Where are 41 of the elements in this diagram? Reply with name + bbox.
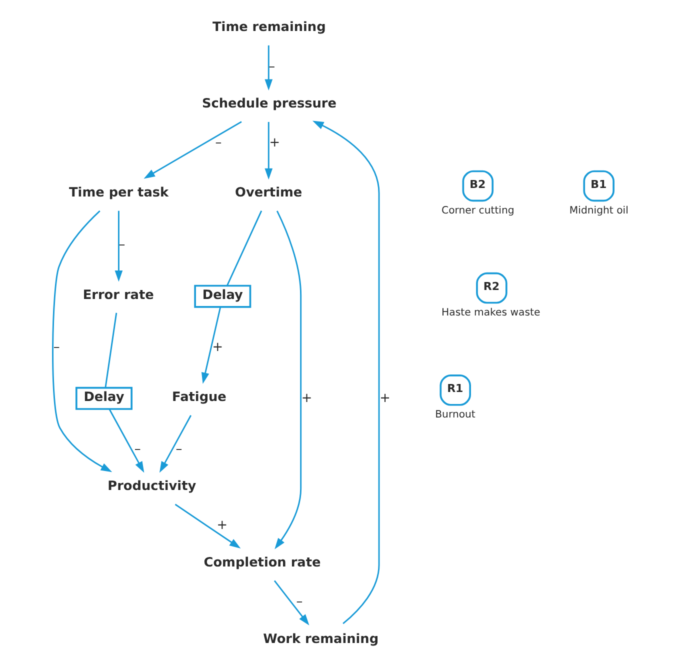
- node-text: Productivity: [107, 479, 196, 494]
- node-box: Delay: [194, 284, 251, 308]
- node-label: Burnout: [434, 410, 475, 421]
- node-text: Schedule pressure: [201, 96, 336, 112]
- edge-label: –: [296, 594, 302, 610]
- node-label: Corner cutting: [441, 205, 514, 216]
- node-box: Delay: [74, 386, 132, 410]
- edge-label: +: [212, 340, 222, 355]
- edge-label: +: [216, 518, 228, 534]
- node-label: Midnight oil: [568, 205, 628, 216]
- node-text: Time per task: [68, 186, 168, 201]
- arrow: [52, 210, 112, 472]
- connector: [104, 312, 117, 388]
- node-text: Time remaining: [212, 20, 326, 36]
- node-label: Haste makes waste: [441, 307, 540, 318]
- edge-label: –: [118, 238, 125, 253]
- arrow: [114, 210, 122, 282]
- arrow: [143, 121, 242, 179]
- edge-label: –: [175, 442, 182, 457]
- edge-label: –: [268, 59, 275, 74]
- arrow: [108, 408, 144, 473]
- arrow: [274, 210, 302, 550]
- arrow: [158, 415, 192, 473]
- edge-label: –: [52, 340, 60, 355]
- arrow: [312, 120, 380, 624]
- arrow: [200, 307, 221, 384]
- connector: [226, 210, 262, 286]
- arrow: [264, 45, 272, 91]
- arrow: [273, 580, 309, 626]
- edge-label: +: [300, 390, 312, 406]
- edge-label: +: [379, 390, 390, 406]
- arrow: [174, 504, 240, 549]
- edge-label: +: [268, 136, 280, 151]
- node-text: Error rate: [82, 288, 154, 303]
- node-text: Fatigue: [172, 390, 226, 405]
- edge-label: –: [134, 442, 140, 457]
- node-text: Completion rate: [203, 555, 320, 570]
- node-text: Overtime: [234, 186, 302, 201]
- node-text: Work remaining: [262, 632, 378, 647]
- edge-label: –: [214, 136, 222, 151]
- arrow: [264, 122, 272, 180]
